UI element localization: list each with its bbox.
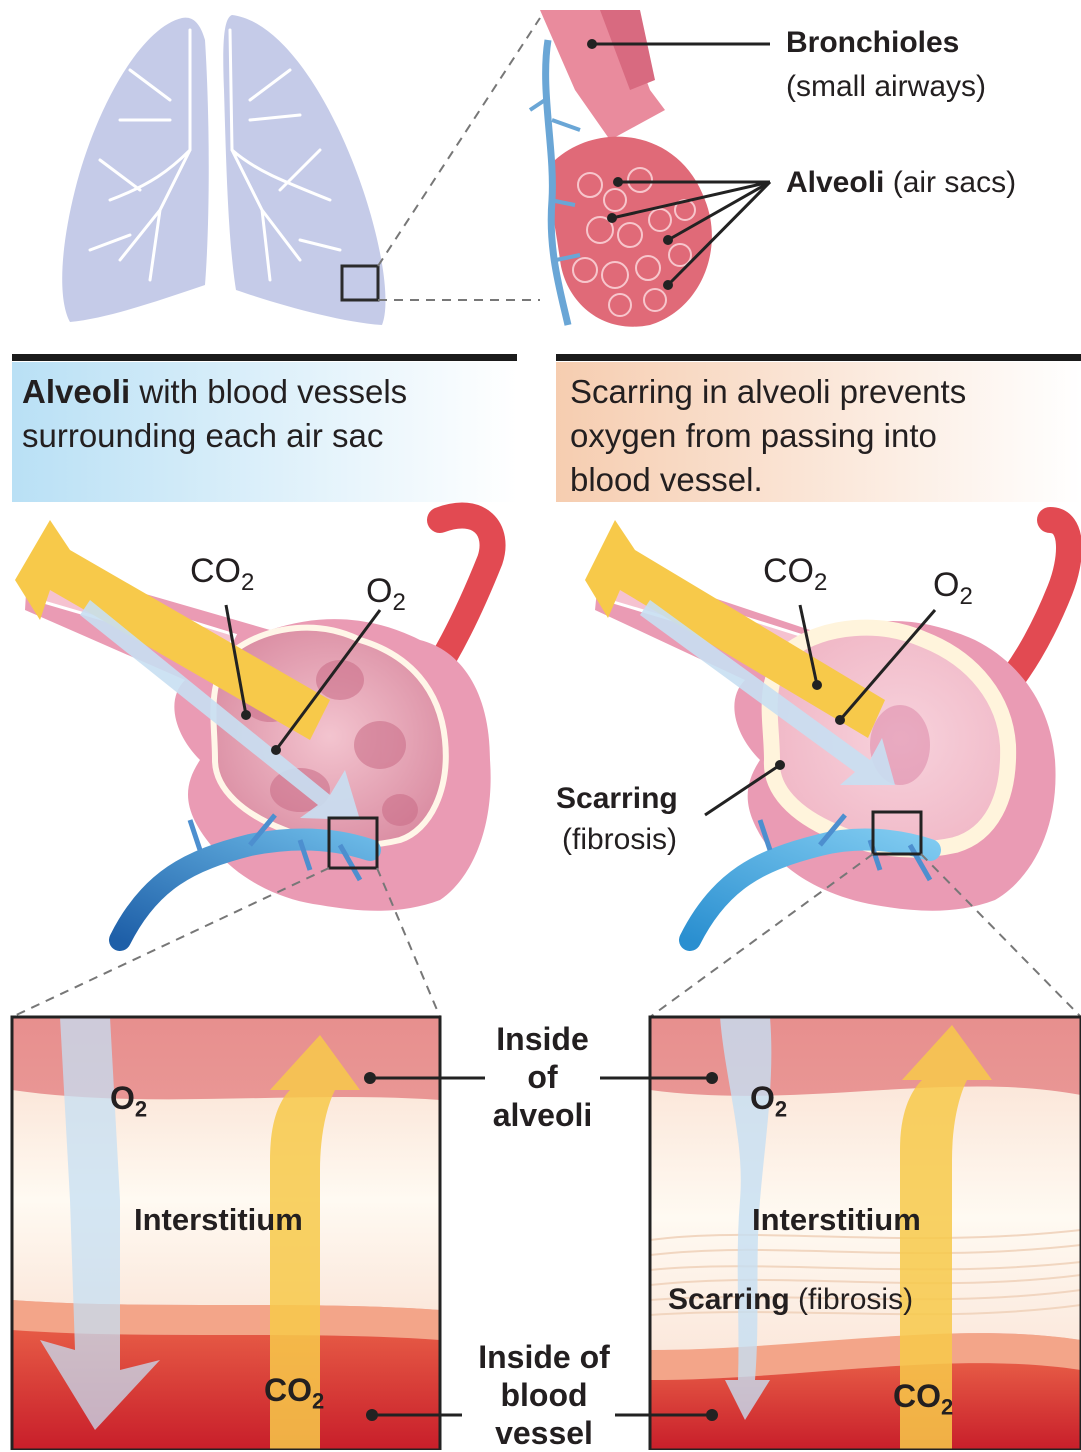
bronchioles-sublabel: (small airways) [786,70,986,105]
right-caption-rule [556,354,1081,361]
left-caption-rest: with blood vessels [130,373,407,410]
alveoli-label: Alveoli (air sacs) [786,166,1016,201]
bottom-right-o2-label: O2 [750,1080,787,1122]
bottom-right-scarring-label: Scarring (fibrosis) [668,1283,913,1318]
right-caption-line3: blood vessel. [570,458,1071,502]
fibrosis-label: (fibrosis) [562,823,677,858]
bronchioles-label: Bronchioles [786,26,959,61]
left-caption-line2: surrounding each air sac [22,414,507,458]
inside-blood-vessel-label: Inside of blood vessel [455,1338,633,1452]
left-caption: Alveoli with blood vessels surrounding e… [12,364,517,464]
left-caption-rule [12,354,517,361]
alveoli-sublabel: (air sacs) [893,166,1016,199]
bottom-left-o2-label: O2 [110,1080,147,1122]
bottom-left-interstitium-label: Interstitium [134,1202,303,1238]
alveoli-title: Alveoli [786,166,884,199]
bronchiole-cluster-illustration [530,10,770,327]
left-co2-label: CO2 [190,552,254,596]
bottom-right-co2-label: CO2 [893,1378,953,1420]
left-caption-bold: Alveoli [22,373,130,410]
right-caption-line1: Scarring in alveoli prevents [570,370,1071,414]
bottom-left-co2-label: CO2 [264,1372,324,1414]
right-co2-label: CO2 [763,552,827,596]
right-caption: Scarring in alveoli prevents oxygen from… [560,364,1081,508]
left-o2-label: O2 [366,572,406,616]
right-caption-line2: oxygen from passing into [570,414,1071,458]
scarring-label: Scarring [556,782,678,817]
lungs-illustration [62,15,540,325]
right-o2-label: O2 [933,566,973,610]
bottom-right-interstitium-label: Interstitium [752,1202,921,1238]
bronchioles-title: Bronchioles [786,26,959,59]
inside-alveoli-label: Inside of alveoli [470,1020,615,1134]
